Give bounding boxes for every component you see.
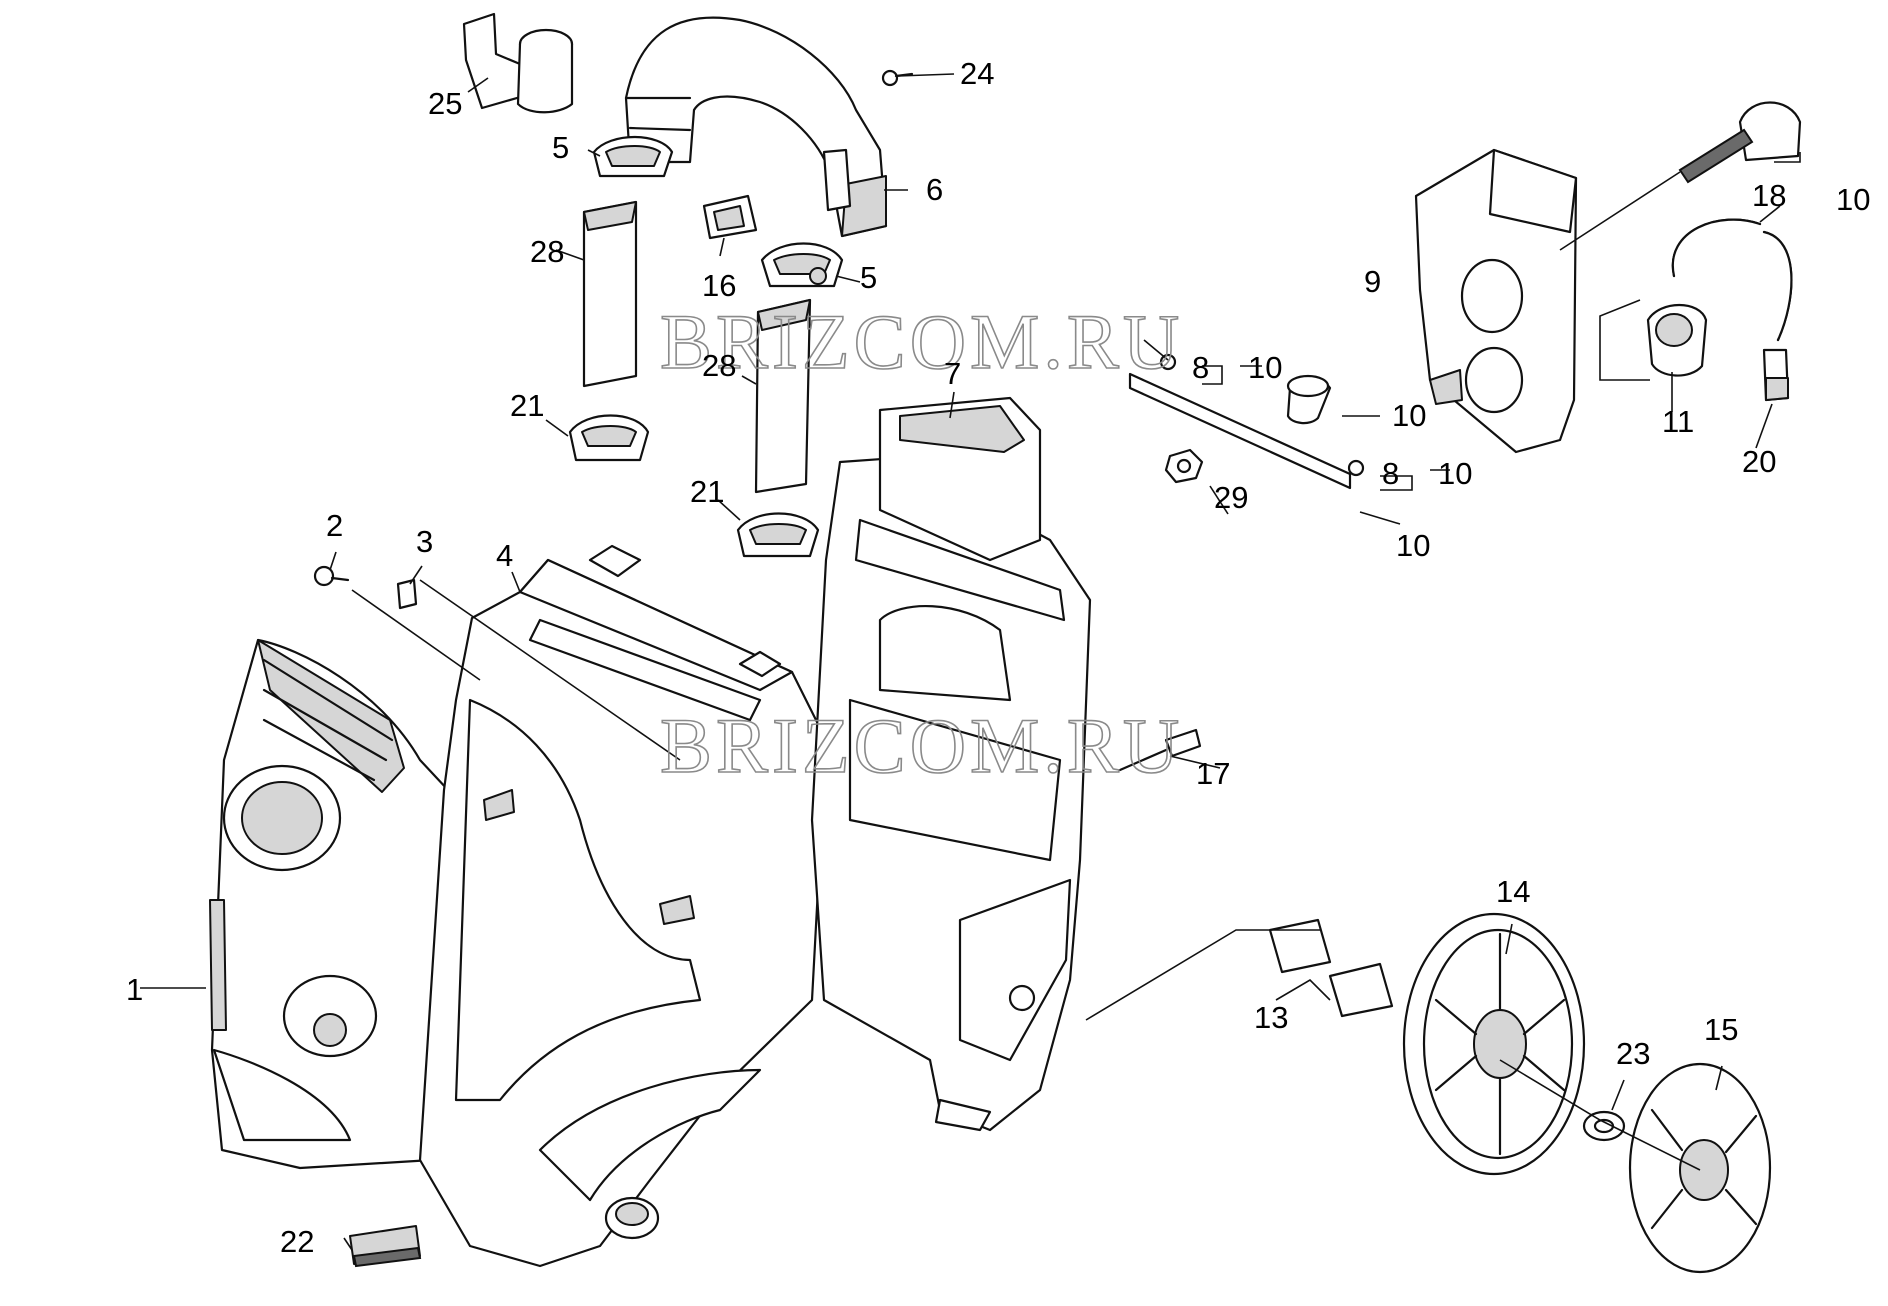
part-main-housing: [418, 544, 828, 1268]
callout-10-e: 10: [1396, 528, 1430, 563]
part-nut-29: [1164, 448, 1204, 484]
part-sleeve-lower-left: [568, 414, 650, 462]
callout-13: 13: [1254, 1000, 1288, 1035]
part-front-cover: [209, 638, 450, 1170]
part-coupling-11: [1646, 303, 1708, 377]
part-clip-3: [396, 578, 418, 610]
part-screw-24: [881, 69, 914, 87]
part-connector-20: [1762, 348, 1790, 402]
part-back-panel: [1414, 148, 1578, 454]
callout-3: 3: [416, 524, 433, 559]
part-hose-18: [1671, 218, 1793, 342]
leader-lines: [140, 73, 1801, 1251]
callout-29: 29: [1214, 480, 1248, 515]
part-screw-2: [313, 565, 350, 587]
callout-5-upper: 5: [552, 130, 569, 165]
callout-5-lower: 5: [860, 260, 877, 295]
part-handle: [624, 16, 888, 238]
callout-23: 23: [1616, 1036, 1650, 1071]
part-clip-16: [702, 194, 758, 240]
callout-10-d: 10: [1438, 456, 1472, 491]
callout-28-left: 28: [530, 234, 564, 269]
callout-25: 25: [428, 86, 462, 121]
callout-6: 6: [926, 172, 943, 207]
callout-8-lower: 8: [1382, 456, 1399, 491]
callout-4: 4: [496, 538, 513, 573]
watermark-top: BRIZCOM.RU: [660, 298, 1183, 385]
callout-8-upper: 8: [1192, 350, 1209, 385]
callout-21-right: 21: [690, 474, 724, 509]
part-tube-right: [754, 298, 812, 494]
callout-9: 9: [1364, 264, 1381, 299]
part-foot-22: [349, 1225, 422, 1268]
callout-21-left: 21: [510, 388, 544, 423]
part-sleeve-lower-right: [736, 512, 820, 558]
part-tube-left: [582, 200, 638, 388]
callout-22: 22: [280, 1224, 314, 1259]
callout-11: 11: [1662, 404, 1694, 439]
part-hubcap: [1628, 1062, 1772, 1274]
part-wheel: [1402, 912, 1586, 1176]
part-rail: [1128, 353, 1365, 490]
watermark-middle: BRIZCOM.RU: [660, 702, 1183, 789]
callout-10-c: 10: [1392, 398, 1426, 433]
callout-10-b: 10: [1248, 350, 1282, 385]
callout-10-a: 10: [1836, 182, 1870, 217]
part-bracket: [462, 12, 574, 114]
callout-16: 16: [702, 268, 736, 303]
callout-20: 20: [1742, 444, 1776, 479]
part-knob: [1678, 101, 1802, 184]
callout-18: 18: [1752, 178, 1786, 213]
callout-7: 7: [944, 356, 961, 391]
part-rear-frame: [810, 396, 1092, 1132]
callout-17: 17: [1196, 756, 1230, 791]
callout-2: 2: [326, 508, 343, 543]
part-sleeve-upper-left: [592, 135, 674, 178]
callout-14: 14: [1496, 874, 1530, 909]
part-washer: [1582, 1110, 1626, 1142]
part-sleeve-upper-right: [760, 242, 844, 288]
callout-24: 24: [960, 56, 994, 91]
callout-15: 15: [1704, 1012, 1738, 1047]
callout-28-right: 28: [702, 348, 736, 383]
part-axle: [1268, 918, 1394, 1018]
part-bolt-17: [1118, 728, 1202, 772]
callout-1: 1: [126, 972, 143, 1007]
